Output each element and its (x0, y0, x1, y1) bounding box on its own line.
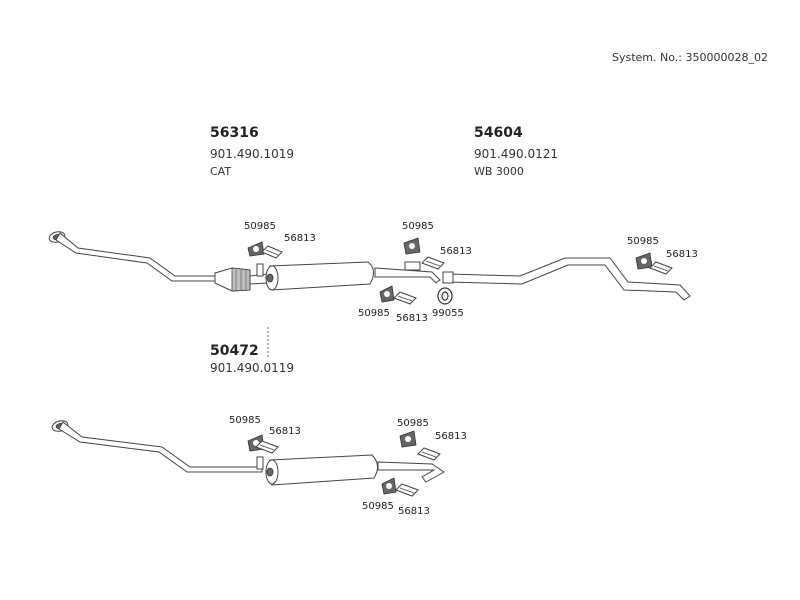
lower-part-number: 50472 (210, 343, 259, 359)
lower-mount-3 (381, 477, 397, 495)
upper-bracket-1 (261, 245, 283, 259)
lower-mount-label-1: 50985 (229, 415, 261, 426)
upper-mount-2 (403, 237, 421, 255)
system-number: System. No.: 350000028_02 (612, 51, 768, 64)
lower-bracket-label-3: 56813 (398, 506, 430, 517)
lower-muffler (256, 454, 378, 486)
lower-mount-label-2: 50985 (397, 418, 429, 429)
upper-front-pipe (55, 232, 216, 282)
rear-description: WB 3000 (474, 165, 524, 178)
upper-mount-1 (247, 241, 265, 257)
cat-oem-number: 901.490.1019 (210, 147, 294, 161)
upper-mount-label-1: 50985 (244, 221, 276, 232)
upper-mount-label-4: 50985 (627, 236, 659, 247)
upper-mount-3 (379, 285, 395, 303)
catalytic-converter (214, 267, 251, 292)
lower-bracket-1 (255, 440, 279, 454)
upper-bracket-label-2: 56813 (440, 246, 472, 257)
upper-mount-4 (635, 252, 653, 270)
upper-mount-label-2: 50985 (402, 221, 434, 232)
lower-oem-number: 901.490.0119 (210, 361, 294, 375)
lower-bracket-label-2: 56813 (435, 431, 467, 442)
upper-middle-muffler (256, 261, 374, 291)
cat-description: CAT (210, 165, 232, 178)
lower-bracket-3 (395, 483, 419, 497)
rear-part-number: 54604 (474, 125, 523, 141)
upper-bracket-label-1: 56813 (284, 233, 316, 244)
lower-tail-pipe (377, 461, 445, 483)
upper-rear-pipe (447, 257, 691, 301)
upper-clamp (437, 287, 453, 305)
upper-bracket-4 (649, 261, 673, 275)
upper-bracket-3 (393, 291, 417, 305)
upper-bracket-label-3: 56813 (396, 313, 428, 324)
upper-bracket-2 (421, 256, 445, 270)
lower-mount-2 (399, 430, 417, 448)
rear-oem-number: 901.490.0121 (474, 147, 558, 161)
upper-clamp-label: 99055 (432, 308, 464, 319)
lower-bracket-2 (417, 447, 441, 461)
upper-mount-label-3: 50985 (358, 308, 390, 319)
lower-front-pipe (58, 421, 263, 473)
lower-mount-label-3: 50985 (362, 501, 394, 512)
lower-bracket-label-1: 56813 (269, 426, 301, 437)
upper-joint-pipe (374, 267, 441, 284)
cat-part-number: 56316 (210, 125, 259, 141)
upper-bracket-label-4: 56813 (666, 249, 698, 260)
